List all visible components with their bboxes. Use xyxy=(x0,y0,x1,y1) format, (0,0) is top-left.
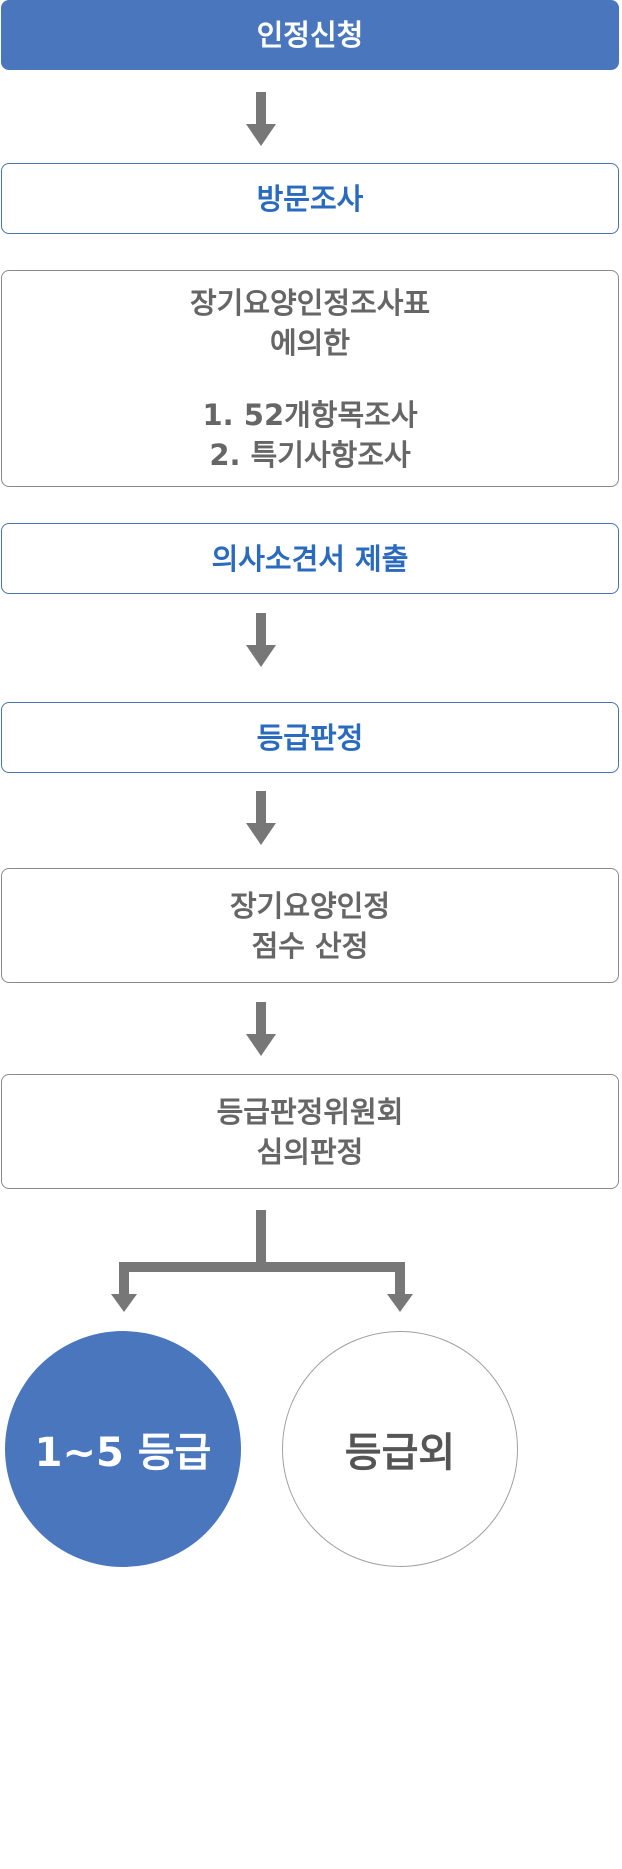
survey-form-line1: 장기요양인정조사표 xyxy=(189,285,431,320)
step-grade-decision: 등급판정 xyxy=(1,702,619,773)
arrow-down-2 xyxy=(246,613,276,667)
step-survey-details: 장기요양인정조사표 에의한 1. 52개항목조사 2. 특기사항조사 xyxy=(1,270,619,487)
step-committee-review: 등급판정위원회 심의판정 xyxy=(1,1074,619,1189)
score-line2: 점수 산정 xyxy=(251,928,369,963)
committee-line1: 등급판정위원회 xyxy=(216,1094,404,1129)
outcome-graded-circle: 1~5 등급 xyxy=(5,1331,241,1567)
step-application: 인정신청 xyxy=(1,0,619,70)
step-application-label: 인정신청 xyxy=(256,18,364,52)
score-line1: 장기요양인정 xyxy=(229,888,391,923)
branch-arrow xyxy=(111,1210,413,1312)
step-grade-decision-label: 등급판정 xyxy=(256,720,364,755)
outcome-graded-label: 1~5 등급 xyxy=(34,1430,212,1476)
step-doctor-opinion: 의사소견서 제출 xyxy=(1,523,619,594)
outcome-ungraded-label: 등급외 xyxy=(344,1430,456,1476)
survey-item-2: 2. 특기사항조사 xyxy=(209,437,411,472)
step-score-calculation: 장기요양인정 점수 산정 xyxy=(1,868,619,983)
survey-form-line2: 에의한 xyxy=(269,325,351,360)
step-visit-survey-label: 방문조사 xyxy=(256,181,364,216)
survey-item-1: 1. 52개항목조사 xyxy=(202,397,418,432)
arrow-down-3 xyxy=(246,791,276,845)
arrow-down-1 xyxy=(246,92,276,146)
committee-line2: 심의판정 xyxy=(256,1134,364,1169)
step-visit-survey: 방문조사 xyxy=(1,163,619,234)
arrow-down-4 xyxy=(246,1002,276,1056)
step-doctor-opinion-label: 의사소견서 제출 xyxy=(211,541,409,576)
outcome-ungraded-circle: 등급외 xyxy=(282,1331,518,1567)
